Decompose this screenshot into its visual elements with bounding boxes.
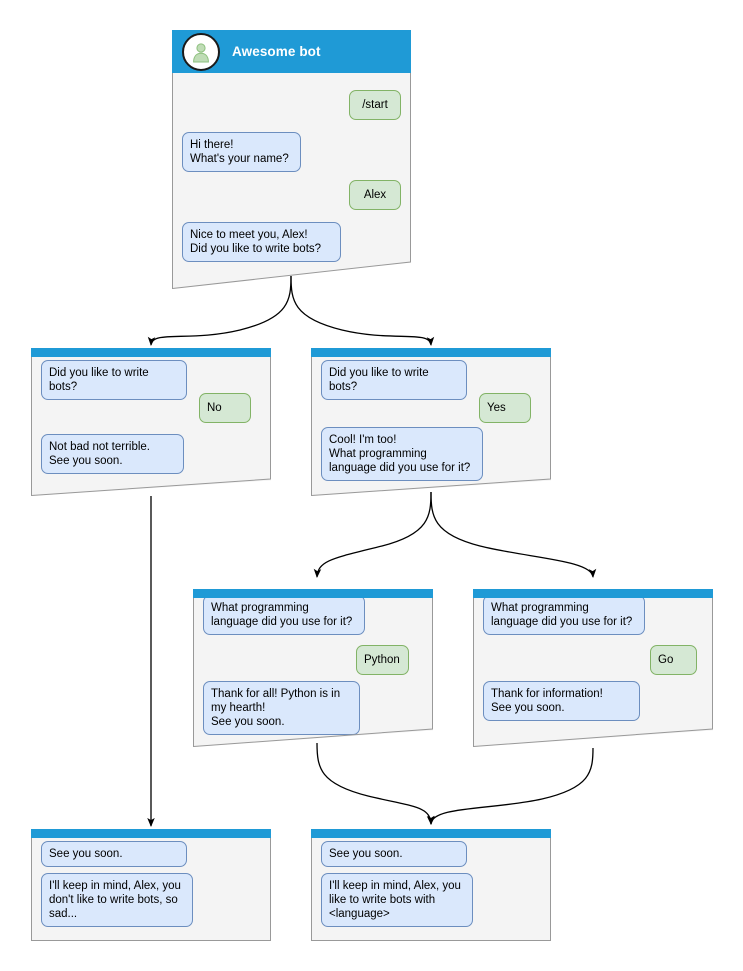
message-bot-not-bad: Not bad not terrible. See you soon. bbox=[41, 434, 184, 474]
node-no-branch-card[interactable]: Did you like to write bots? No Not bad n… bbox=[31, 348, 271, 496]
card-header-bar bbox=[31, 348, 271, 357]
card-header-bar bbox=[311, 829, 551, 838]
message-bot-greeting: Hi there! What's your name? bbox=[182, 132, 301, 172]
node-end-no-card[interactable]: See you soon. I'll keep in mind, Alex, y… bbox=[31, 829, 271, 941]
message-bot-keep-in-mind: I'll keep in mind, Alex, you like to wri… bbox=[321, 873, 473, 927]
message-bot-keep-in-mind: I'll keep in mind, Alex, you don't like … bbox=[41, 873, 193, 927]
edge-yes-to-python bbox=[313, 491, 432, 579]
edge-root-to-no bbox=[147, 275, 292, 347]
message-bot-see-you-soon: See you soon. bbox=[41, 841, 187, 867]
edge-root-to-yes bbox=[290, 275, 435, 347]
node-root-card[interactable]: Awesome bot /start Hi there! What's your… bbox=[172, 30, 411, 289]
node-go-branch-card[interactable]: What programming language did you use fo… bbox=[473, 589, 713, 747]
card-header-bar bbox=[311, 348, 551, 357]
card-header-bar bbox=[31, 829, 271, 838]
message-user-start: /start bbox=[349, 90, 401, 120]
node-yes-branch-card[interactable]: Did you like to write bots? Yes Cool! I'… bbox=[311, 348, 551, 496]
bot-title: Awesome bot bbox=[232, 44, 321, 59]
edge-python-to-end-yes bbox=[316, 742, 435, 826]
message-bot-question: Did you like to write bots? bbox=[321, 360, 467, 400]
message-bot-language-question: What programming language did you use fo… bbox=[483, 595, 645, 635]
card-header-bar bbox=[473, 589, 713, 598]
message-bot-see-you-soon: See you soon. bbox=[321, 841, 467, 867]
card-header-bar bbox=[193, 589, 433, 598]
card-header-bar: Awesome bot bbox=[172, 30, 411, 73]
message-bot-thank-for-all: Thank for all! Python is in my hearth! S… bbox=[203, 681, 360, 735]
message-bot-thank-for-information: Thank for information! See you soon. bbox=[483, 681, 640, 721]
message-bot-question: Did you like to write bots? bbox=[41, 360, 187, 400]
node-python-branch-card[interactable]: What programming language did you use fo… bbox=[193, 589, 433, 747]
message-user-name: Alex bbox=[349, 180, 401, 210]
edge-go-to-end-yes bbox=[427, 747, 594, 826]
message-bot-nice-to-meet: Nice to meet you, Alex! Did you like to … bbox=[182, 222, 341, 262]
message-user-go: Go bbox=[650, 645, 697, 675]
message-bot-cool-im-too: Cool! I'm too! What programming language… bbox=[321, 427, 483, 481]
node-end-yes-card[interactable]: See you soon. I'll keep in mind, Alex, y… bbox=[311, 829, 551, 941]
message-user-python: Python bbox=[356, 645, 409, 675]
message-user-no: No bbox=[199, 393, 251, 423]
message-bot-language-question: What programming language did you use fo… bbox=[203, 595, 365, 635]
person-avatar-icon bbox=[182, 32, 220, 71]
message-user-yes: Yes bbox=[479, 393, 531, 423]
edge-yes-to-go bbox=[430, 491, 597, 579]
